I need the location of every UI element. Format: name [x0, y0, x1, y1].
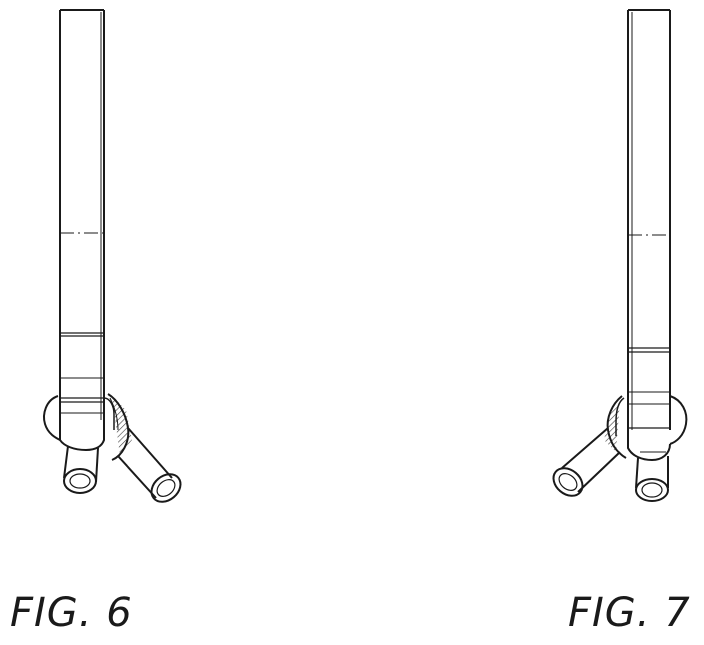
fig6-angled-arm: [108, 394, 186, 507]
fig6-left-cylinder: [64, 446, 98, 493]
fig7-angled-arm: [548, 396, 626, 501]
figure-6-label: FIG. 6: [10, 593, 133, 633]
fig7-vertical-rod: [628, 10, 670, 430]
figure-7-drawing: [548, 10, 686, 501]
fig6-vertical-rod: [60, 10, 104, 420]
figure-7-label: FIG. 7: [568, 593, 691, 633]
figure-6-drawing: [44, 10, 186, 507]
